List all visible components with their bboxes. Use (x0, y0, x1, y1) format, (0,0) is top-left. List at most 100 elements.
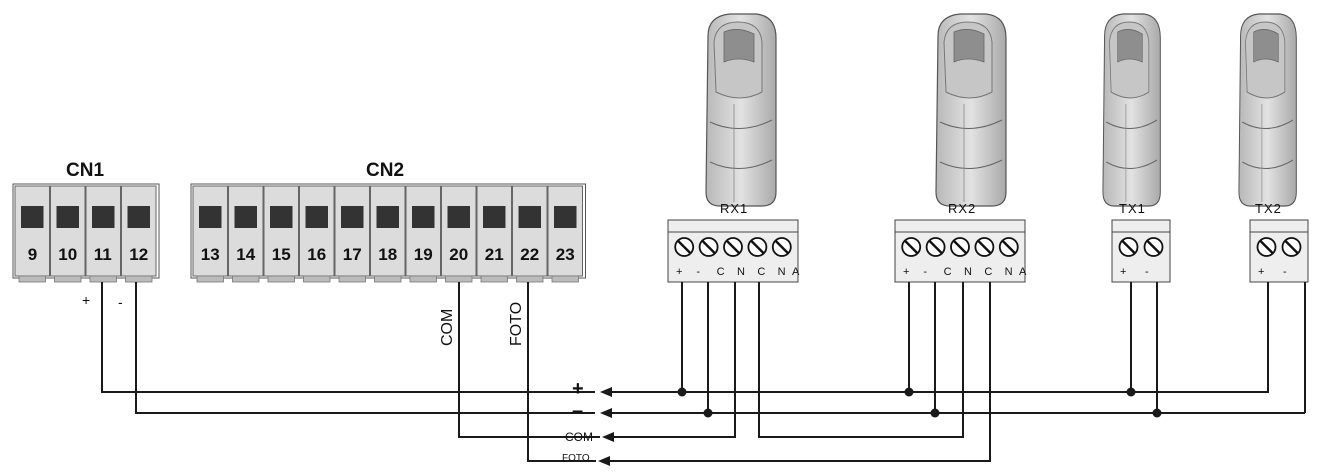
cn1-title: CN1 (66, 160, 105, 181)
cn1-pin-slot-10 (56, 206, 79, 228)
cn2-pin-label: 20 (449, 245, 469, 264)
rx2-photocell-icon (935, 13, 1007, 207)
cn2-pin-slot-16 (305, 206, 328, 228)
cn2-pin-foot-19 (409, 275, 437, 283)
rx1-terminal-label: C (716, 266, 725, 278)
cn2-pin-23 (547, 185, 583, 277)
rx2-terminal-block (894, 219, 1026, 283)
cn1-pin-foot-10 (54, 275, 82, 283)
cn2-pin-20 (441, 185, 477, 277)
cn2-pin-label: 21 (484, 245, 504, 264)
junction-dot (930, 408, 940, 418)
cn1-pin-slot-12 (127, 206, 150, 228)
cn2-pin-slot-23 (554, 206, 577, 228)
wire-segment (758, 282, 964, 438)
arrow-left-icon (600, 387, 612, 397)
cn2-pin-14 (228, 185, 264, 277)
cn2-pin-label: 16 (307, 245, 327, 264)
wire-segment (610, 282, 736, 438)
rx1-screw-slot (677, 240, 692, 254)
cn2-title: CN2 (366, 160, 405, 181)
cn2-pin-19 (405, 185, 441, 277)
cn2-pin-foot-14 (232, 275, 260, 283)
cn2-pin-foot-20 (445, 275, 473, 283)
tx1-terminal-label: - (1145, 266, 1149, 278)
bus-com-label: COM (565, 430, 593, 444)
cn2-pin-foot-23 (551, 275, 579, 283)
rx1-screw-slot (726, 240, 740, 254)
rx2-screw-slot (904, 240, 919, 254)
rx1-terminal-extra-label: A (792, 266, 800, 278)
tx2-terminal-top (1249, 219, 1309, 233)
cn2-pin-13 (192, 185, 228, 277)
cn1-pin-label: 10 (58, 245, 78, 264)
cn2-pin-slot-14 (234, 206, 257, 228)
rx2-title: RX2 (948, 201, 977, 216)
cn2-pin-17 (334, 185, 370, 277)
junction-dot (677, 387, 687, 397)
rx1-terminal-label: N (777, 266, 786, 278)
bus-minus-label: – (572, 400, 584, 422)
cn2-pin-label: 18 (378, 245, 398, 264)
cn1-pin-foot-12 (125, 275, 153, 283)
rx1-terminal-block (667, 219, 799, 283)
cn1-pin-foot-11 (89, 275, 117, 283)
rx1-terminal-label: N (737, 266, 745, 278)
wire-segment (610, 282, 991, 462)
tx1-screw-slot (1121, 240, 1136, 254)
cn1-pin-label: 9 (27, 245, 38, 264)
cn1-pin-10 (50, 185, 86, 277)
rx1-terminal-label: C (757, 266, 766, 278)
wire-segment (101, 282, 595, 393)
cn2-pin-foot-16 (303, 275, 331, 283)
tx1-terminal-label: + (1120, 266, 1127, 278)
tx1-screw-slot (1146, 240, 1161, 254)
cn2-pin-slot-17 (341, 206, 364, 228)
rx1-screw-slot (774, 240, 789, 254)
junction-dot (1126, 387, 1136, 397)
rx1-terminal-label: + (676, 266, 683, 278)
arrow-left-icon (600, 408, 612, 418)
tx2-photocell-icon (1238, 13, 1297, 207)
cn1-outline (12, 183, 160, 279)
rx1-screw-slot (701, 240, 716, 254)
junction-dot (904, 387, 914, 397)
wire-segment (135, 282, 595, 414)
cn1-pin-label: 11 (93, 245, 112, 264)
cn2-pin-foot-13 (196, 275, 224, 283)
cn2-pin-22 (512, 185, 548, 277)
cn2-pin-slot-21 (483, 206, 506, 228)
rx2-terminal-label: C (943, 266, 952, 278)
tx1-photocell-icon (1102, 13, 1161, 207)
rx2-terminal-label: N (1004, 266, 1013, 278)
cn1-pin-slot-11 (92, 206, 115, 228)
tx2-terminal-label: + (1258, 266, 1265, 278)
cn2-pin-slot-13 (199, 206, 222, 228)
cn2-pin-slot-19 (412, 206, 435, 228)
cn2-pin-foot-22 (516, 275, 544, 283)
tx2-terminal-block (1249, 219, 1309, 283)
cn2-pin-label: 14 (236, 245, 256, 264)
rx2-screw-slot (1001, 240, 1016, 254)
junction-dot (1152, 408, 1162, 418)
cn2-pin-label: 23 (555, 245, 575, 264)
cn2-pin-slot-18 (376, 206, 399, 228)
cn1-pin-label: 12 (129, 245, 149, 264)
wire-segment (458, 282, 600, 438)
cn2-pin-label: 22 (520, 245, 540, 264)
rx1-photocell-icon (705, 13, 777, 207)
cn2-connector (190, 183, 586, 283)
junction-dots (677, 387, 1162, 418)
cn2-pin-label: 13 (200, 245, 220, 264)
cn2-pin-15 (263, 185, 299, 277)
tx1-terminal-block (1111, 219, 1171, 283)
cn1-connector (12, 183, 160, 283)
cn1-pin-foot-9 (18, 275, 46, 283)
rx2-terminal-extra-label: A (1019, 266, 1027, 278)
cn2-pin-label: 17 (342, 245, 362, 264)
cn2-pin-foot-15 (267, 275, 295, 283)
rx2-terminal-label: N (964, 266, 972, 278)
rx2-screw-slot (928, 240, 943, 254)
wires (101, 282, 1306, 462)
